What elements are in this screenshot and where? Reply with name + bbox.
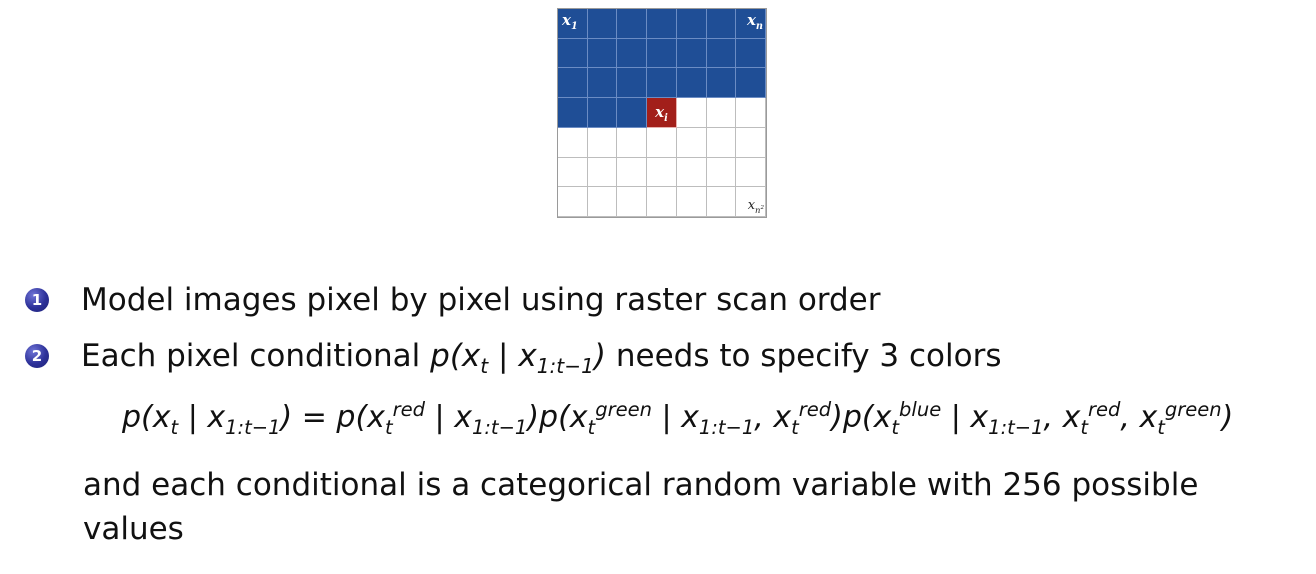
observed-pixel-cell [587,68,618,99]
unobserved-pixel-cell [676,157,707,188]
observed-pixel-cell: xn [736,9,766,39]
observed-pixel-cell [587,38,618,69]
unobserved-pixel-cell [587,127,618,158]
pixel-grid-diagram: x1 xn xi xn2 [557,8,767,218]
unobserved-pixel-cell [587,157,618,188]
observed-pixel-cell [676,38,707,69]
bullet-text-1: Model images pixel by pixel using raster… [81,282,881,318]
unobserved-pixel-cell [736,127,766,158]
unobserved-pixel-cell [558,187,588,217]
unobserved-pixel-cell [736,157,766,188]
current-pixel-label: xi [655,103,668,125]
observed-pixel-cell [676,9,707,39]
unobserved-pixel-cell [706,98,737,128]
conditional-formula: p(xt | x1:t−1) [430,338,606,379]
unobserved-pixel-cell [558,157,588,188]
observed-pixel-cell [617,68,648,99]
row-end-pixel-label: xn [746,11,763,32]
observed-pixel-cell [676,68,707,99]
bullet-item-1: 1 Model images pixel by pixel using rast… [25,282,880,318]
bullet-text-2-after: needs to specify 3 colors [606,338,1002,374]
observed-pixel-cell [558,38,588,69]
bullet-number-2: 2 [25,344,49,368]
observed-pixel-cell [558,98,588,128]
unobserved-pixel-cell [676,187,707,217]
unobserved-pixel-cell [676,127,707,158]
unobserved-pixel-cell [676,98,707,128]
unobserved-pixel-cell [647,187,677,217]
unobserved-pixel-cell [587,187,618,217]
observed-pixel-cell [647,9,677,39]
observed-pixel-cell [617,38,648,69]
current-pixel-cell: xi [647,98,677,128]
bullet-item-2: 2 Each pixel conditional p(xt | x1:t−1) … [25,338,1002,379]
bullet-text-2-before: Each pixel conditional [81,338,431,374]
unobserved-pixel-cell [706,127,737,158]
observed-pixel-cell [706,9,737,39]
observed-pixel-cell [706,38,737,69]
observed-pixel-cell [736,68,766,99]
unobserved-pixel-cell [647,157,677,188]
observed-pixel-cell [706,68,737,99]
observed-pixel-cell: x1 [558,9,588,39]
observed-pixel-cell [587,9,618,39]
unobserved-pixel-cell: xn2 [736,187,766,217]
unobserved-pixel-cell [617,187,648,217]
observed-pixel-cell [647,68,677,99]
unobserved-pixel-cell [558,127,588,158]
unobserved-pixel-cell [617,157,648,188]
last-pixel-label: xn2 [747,197,764,215]
first-pixel-label: x1 [562,11,578,32]
observed-pixel-cell [647,38,677,69]
observed-pixel-cell [736,38,766,69]
unobserved-pixel-cell [617,127,648,158]
observed-pixel-cell [617,98,648,128]
categorical-explanation: and each conditional is a categorical ra… [83,467,1199,547]
color-factorization-equation: p(xt | x1:t−1) = p(xtred | x1:t−1)p(xtgr… [122,398,1234,439]
unobserved-pixel-cell [647,127,677,158]
bullet-number-1: 1 [25,288,49,312]
observed-pixel-cell [587,98,618,128]
observed-pixel-cell [558,68,588,99]
observed-pixel-cell [617,9,648,39]
unobserved-pixel-cell [706,157,737,188]
unobserved-pixel-cell [736,98,766,128]
unobserved-pixel-cell [706,187,737,217]
